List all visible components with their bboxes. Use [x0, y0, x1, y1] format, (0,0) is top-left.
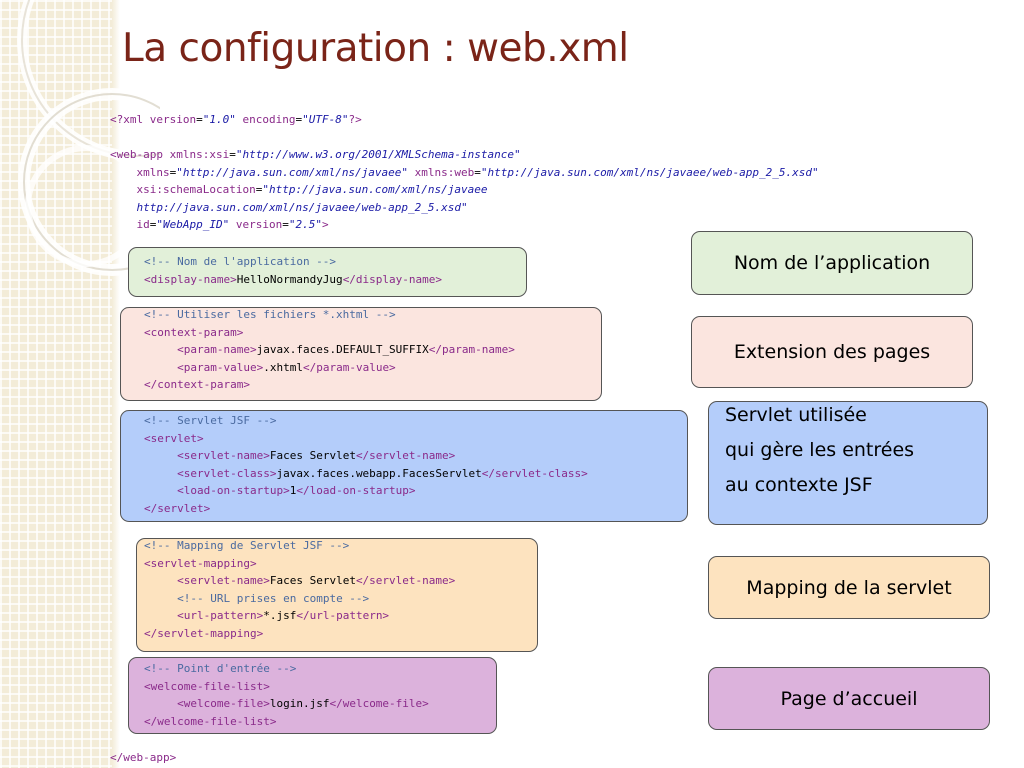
xml-tag: <servlet> — [144, 431, 204, 445]
label-page-extension: Extension des pages — [733, 341, 931, 363]
context-param-code: <!-- Utiliser les fichiers *.xhtml --> <… — [144, 306, 515, 394]
xml-decl-attr-version: version — [143, 113, 197, 126]
xml-tag: <welcome-file-list> — [144, 679, 270, 693]
xml-text-value: *.jsf — [263, 609, 297, 622]
xml-text-value: .xhtml — [263, 360, 303, 374]
xml-tag: </load-on-startup> — [296, 484, 416, 497]
webapp-value: "2.5" — [288, 218, 322, 231]
xml-tag: </url-pattern> — [296, 609, 390, 622]
xml-text-value: javax.faces.DEFAULT_SUFFIX — [256, 343, 429, 356]
display-name-code-box — [128, 247, 527, 297]
xml-text-value: HelloNormandyJug — [236, 272, 343, 286]
xml-tag: </context-param> — [144, 378, 250, 391]
webapp-attr: version — [229, 218, 283, 231]
label-servlet-line1: Servlet utilisée — [725, 404, 867, 426]
welcome-file-code-box — [128, 657, 497, 734]
label-box-servlet-mapping: Mapping de la servlet — [708, 556, 990, 619]
welcome-file-code: <!-- Point d'entrée --> <welcome-file-li… — [144, 660, 429, 730]
code-comment: <!-- URL prises en compte --> — [177, 591, 370, 605]
servlet-code: <!-- Servlet JSF --> <servlet> <servlet-… — [144, 412, 588, 517]
webapp-attr: xmlns:xsi — [162, 148, 230, 161]
webapp-value: "http://java.sun.com/xml/ns/javaee — [262, 183, 488, 196]
xml-decl-open: <?xml — [110, 113, 144, 126]
xml-tag: </param-value> — [302, 360, 396, 374]
label-application-name: Nom de l’application — [733, 252, 931, 274]
xml-tag: </param-name> — [428, 343, 515, 356]
servlet-mapping-code-box — [136, 538, 538, 652]
label-welcome-page: Page d’accueil — [780, 687, 918, 710]
servlet-mapping-code: <!-- Mapping de Servlet JSF --> <servlet… — [144, 537, 455, 642]
label-servlet-line3: au contexte JSF — [725, 474, 873, 496]
xml-tag: <welcome-file> — [177, 697, 270, 710]
label-box-servlet: Servlet utilisée qui gère les entrées au… — [708, 401, 988, 525]
xml-tag: <load-on-startup> — [177, 484, 290, 497]
label-box-welcome-page: Page d’accueil — [708, 667, 990, 730]
webapp-value: http://java.sun.com/xml/ns/javaee/web-ap… — [136, 200, 468, 214]
code-comment: <!-- Point d'entrée --> — [144, 662, 297, 675]
webapp-value: "http://www.w3.org/2001/XMLSchema-instan… — [235, 148, 521, 161]
xml-tag: <servlet-mapping> — [144, 556, 257, 570]
decorative-circles — [17, 0, 160, 276]
code-comment: <!-- Servlet JSF --> — [144, 414, 277, 427]
xml-text-value: 1 — [289, 484, 297, 497]
xml-tag: </servlet-name> — [355, 574, 456, 587]
code-comment: <!-- Nom de l'application --> — [144, 255, 337, 268]
xml-tag: <param-value> — [177, 360, 264, 374]
label-servlet-text: Servlet utilisée qui gère les entrées au… — [725, 398, 914, 503]
label-box-application-name: Nom de l’application — [691, 231, 973, 295]
xml-decl-attr-encoding: encoding — [235, 113, 296, 126]
xml-tag: </display-name> — [342, 272, 443, 286]
xml-text-value: javax.faces.webapp.FacesServlet — [276, 466, 482, 480]
xml-decl-close: ?> — [348, 113, 362, 126]
xml-decl-val-version: "1.0" — [202, 113, 236, 126]
label-servlet-mapping: Mapping de la servlet — [746, 576, 952, 599]
xml-text-value: Faces Servlet — [269, 449, 356, 462]
xml-tag: <param-name> — [177, 343, 257, 356]
context-param-code-box — [120, 307, 602, 401]
xml-header-code: <?xml version="1.0" encoding="UTF-8"?> <… — [110, 113, 819, 231]
xml-tag: <servlet-class> — [177, 466, 277, 480]
xml-tag: <url-pattern> — [177, 609, 264, 622]
slide-title: La configuration : web.xml — [122, 26, 629, 71]
webapp-open-close: > — [321, 218, 329, 231]
webapp-close-tag: </web-app> — [110, 751, 177, 764]
xml-tag: </servlet-name> — [355, 449, 456, 462]
xml-tag: </servlet-mapping> — [144, 626, 264, 640]
display-name-code: <!-- Nom de l'application --> <display-n… — [144, 253, 442, 288]
xml-decl-eq: = — [196, 113, 203, 126]
webapp-attr: id — [136, 218, 150, 231]
xml-text-value: login.jsf — [269, 697, 330, 710]
xml-tag: <display-name> — [144, 272, 237, 286]
code-comment: <!-- Utiliser les fichiers *.xhtml --> — [144, 308, 396, 321]
xml-tag: <servlet-name> — [177, 574, 270, 587]
webapp-close-code: </web-app> — [110, 749, 176, 767]
xml-decl-eq: = — [295, 113, 303, 126]
xml-tag: </welcome-file-list> — [144, 714, 277, 728]
webapp-attr: xsi:schemaLocation — [136, 183, 256, 196]
xml-text-value: Faces Servlet — [269, 574, 356, 587]
webapp-attr: xmlns — [136, 165, 170, 179]
webapp-open-tag: <web-app — [110, 148, 163, 161]
xml-decl-val-encoding: "UTF-8" — [302, 113, 349, 126]
background-grid-fade — [112, 0, 120, 768]
servlet-code-box — [120, 410, 688, 522]
xml-tag: </servlet> — [144, 501, 211, 515]
code-comment: <!-- Mapping de Servlet JSF --> — [144, 539, 350, 552]
xml-tag: </welcome-file> — [329, 697, 429, 710]
webapp-value: "http://java.sun.com/xml/ns/javaee/web-a… — [480, 165, 819, 179]
xml-tag: </servlet-class> — [481, 466, 588, 480]
xml-tag: <context-param> — [144, 325, 244, 339]
label-servlet-line2: qui gère les entrées — [725, 439, 915, 461]
webapp-value: "WebApp_ID" — [156, 218, 230, 231]
xml-tag: <servlet-name> — [177, 449, 270, 462]
webapp-value: "http://java.sun.com/xml/ns/javaee" — [176, 165, 409, 179]
label-box-page-extension: Extension des pages — [691, 316, 973, 388]
webapp-attr: xmlns:web — [408, 165, 475, 179]
